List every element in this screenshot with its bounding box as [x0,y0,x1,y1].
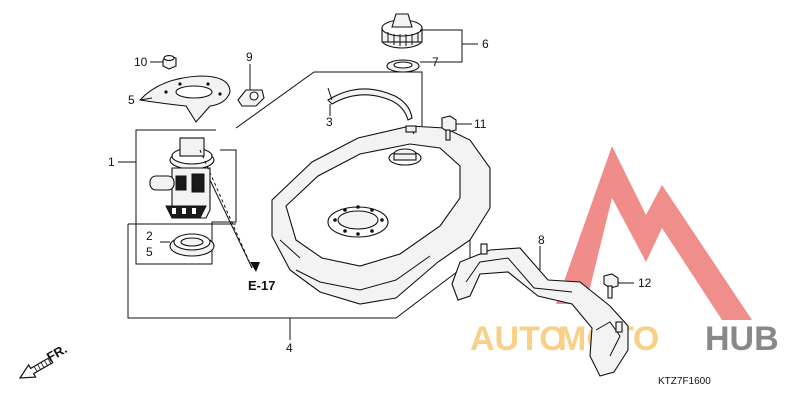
fuel-pump-plate [138,75,231,123]
fuel-pump-seal [169,233,215,257]
callout-10: 10 [134,55,148,69]
watermark-text-auto: AUTO [470,320,566,358]
callout-5-bottom: 5 [146,245,153,259]
fuel-pump [149,137,215,219]
fuel-tank [271,125,491,305]
section-reference: E-17 [248,278,275,293]
tank-assembly-outline-lower [127,224,471,319]
front-direction-indicator: FR. [18,341,70,379]
watermark-logo [556,146,752,320]
callout-6: 6 [482,37,489,51]
fuel-cap [381,13,423,49]
callout-5-top: 5 [128,93,135,107]
bolt-11 [441,115,457,141]
callout-3: 3 [326,115,333,129]
tank-assembly-outline [235,71,423,129]
leader-lines [118,29,634,340]
fuel-cap-gasket [386,59,420,73]
callout-12: 12 [638,276,652,290]
callout-8: 8 [538,233,545,247]
flange-nut [162,55,177,70]
reference-arrow [250,262,260,272]
hose-clip [237,78,265,107]
callout-11: 11 [474,117,487,131]
callout-9: 9 [246,50,253,64]
fuel-pump-box [135,149,237,265]
fuel-tank-band [327,88,413,121]
tank-bracket [451,243,629,377]
callout-4: 4 [286,341,293,355]
callout-2: 2 [146,229,153,243]
callout-1: 1 [108,155,115,169]
drawing-code: KTZ7F1600 [658,376,711,387]
bolt-12 [603,273,619,299]
callout-7: 7 [432,55,439,69]
watermark-text-hub: HUB [705,320,779,358]
